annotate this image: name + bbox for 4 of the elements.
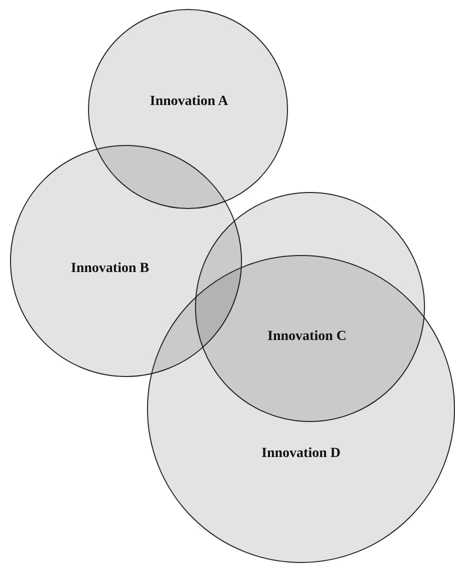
- circle-label: Innovation A: [150, 94, 228, 110]
- circle-label: Innovation C: [268, 329, 346, 345]
- circle-label: Innovation D: [262, 446, 340, 462]
- circle-label: Innovation B: [70, 261, 150, 277]
